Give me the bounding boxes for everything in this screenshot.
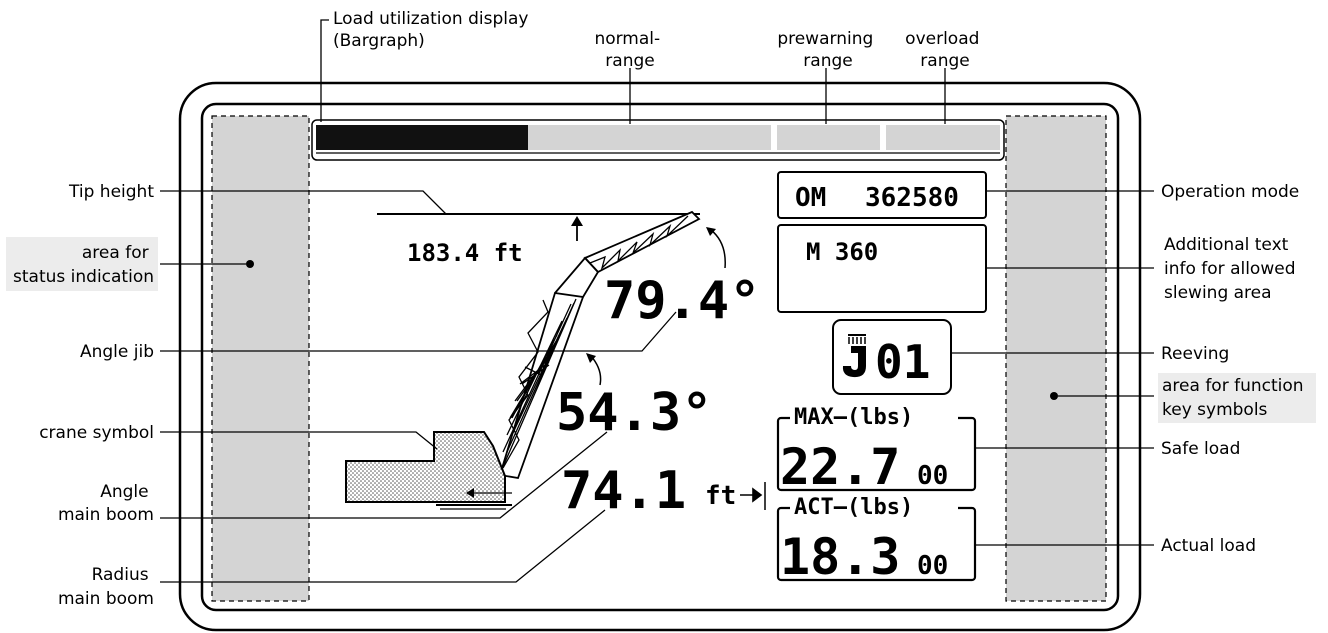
- callout-actual-load: Actual load: [1161, 536, 1256, 556]
- radius-right-arrow: [740, 487, 763, 503]
- jib-zigzag: [589, 215, 689, 271]
- main-boom-zigzag: [501, 298, 577, 470]
- bargraph-overload-range: [886, 125, 1000, 150]
- callout-additional-text: Additional text info for allowed slewing…: [1164, 235, 1301, 303]
- status-indication-area: [211, 115, 310, 602]
- operation-mode-value: 362580: [865, 183, 959, 213]
- callout-function-area: area for function key symbols: [1162, 376, 1309, 420]
- hook-icon: [842, 334, 866, 378]
- jib-angle-arrowhead: [706, 227, 716, 236]
- function-area-marker: [1050, 392, 1058, 400]
- safe-load-label: MAX—(lbs): [794, 405, 913, 430]
- status-area-marker: [246, 260, 254, 268]
- safe-load-label-bg: [790, 404, 958, 430]
- operation-mode-code: OM: [795, 183, 826, 213]
- tip-height-value: 183.4 ft: [407, 239, 523, 267]
- bargraph-fill: [316, 125, 528, 150]
- load-bargraph: [311, 119, 1005, 161]
- function-key-area: [1005, 115, 1107, 602]
- tip-height-arrowhead: [571, 216, 583, 226]
- safe-load-main: 22.7: [780, 438, 900, 496]
- reeving-box: [832, 319, 952, 395]
- safe-load-small: 00: [917, 461, 948, 491]
- callout-normal-range: normal- range: [594, 29, 665, 71]
- callout-reeving: Reeving: [1161, 344, 1229, 364]
- actual-load-label: ACT—(lbs): [794, 495, 913, 520]
- jib-angle-arc: [710, 229, 726, 269]
- boom-angle-value: 54.3°: [556, 383, 713, 443]
- slewing-info-text: M 360: [806, 238, 878, 266]
- status-label-background: [6, 237, 158, 291]
- jib-angle-value: 79.4°: [604, 271, 761, 331]
- callout-overload-range: overload range: [905, 29, 985, 71]
- actual-load-main: 18.3: [780, 528, 900, 586]
- actual-load-small: 00: [917, 551, 948, 581]
- reeving-value: 01: [875, 335, 930, 389]
- callout-radius-main-boom: Radius main boom: [58, 565, 154, 609]
- callout-tip-height: Tip height: [68, 182, 154, 202]
- function-label-background: [1158, 373, 1316, 423]
- boom-jib-joint: [554, 256, 600, 298]
- callout-angle-jib: Angle jib: [80, 342, 154, 362]
- callout-load-utilization: Load utilization display (Bargraph): [333, 9, 534, 51]
- radius-left-arrowhead: [466, 488, 474, 498]
- callout-safe-load: Safe load: [1161, 439, 1240, 459]
- operation-mode-box: [777, 171, 987, 219]
- callout-crane-symbol: crane symbol: [39, 423, 154, 443]
- callout-operation-mode: Operation mode: [1161, 182, 1299, 202]
- radius-value: 74.1: [561, 461, 686, 521]
- actual-load-label-bg: [790, 494, 958, 520]
- leader-lines: [160, 19, 1154, 583]
- callout-prewarning-range: prewarning range: [777, 29, 878, 71]
- callout-angle-main-boom: Angle main boom: [58, 482, 154, 525]
- crane-carbody: [345, 431, 506, 503]
- crane-symbol: [345, 210, 701, 510]
- boom-angle-arrowhead: [586, 353, 596, 363]
- bargraph-prewarning-range: [777, 125, 880, 150]
- callout-status-area: area for status indication: [13, 243, 154, 287]
- radius-unit: ft: [705, 481, 736, 511]
- main-boom-diagonals: [502, 299, 549, 469]
